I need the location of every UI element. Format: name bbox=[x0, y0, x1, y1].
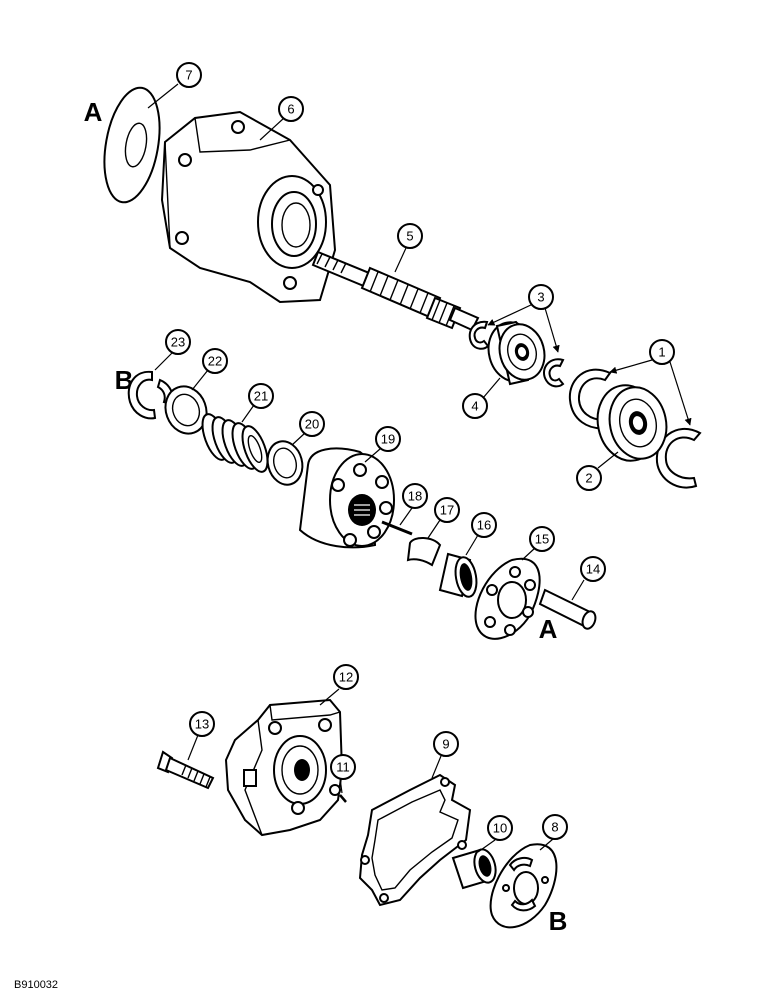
view-letter-a-top: A bbox=[84, 97, 103, 127]
callout-5: 5 bbox=[397, 223, 423, 249]
leader-17 bbox=[427, 519, 441, 539]
part-4-bearing bbox=[487, 320, 546, 386]
callout-2: 2 bbox=[576, 465, 602, 491]
callout-7: 7 bbox=[176, 62, 202, 88]
part-7-washer bbox=[103, 86, 161, 204]
leader-8 bbox=[539, 838, 554, 851]
leader-22 bbox=[191, 369, 209, 391]
view-letter-b-bottom: B bbox=[549, 906, 568, 936]
part-16-sleeve bbox=[438, 552, 478, 598]
callout-21: 21 bbox=[248, 383, 274, 409]
leader-18 bbox=[399, 507, 413, 526]
callout-10: 10 bbox=[487, 815, 513, 841]
figure-code: B910032 bbox=[14, 979, 58, 991]
part-20-washer bbox=[266, 440, 304, 486]
callout-14: 14 bbox=[580, 556, 606, 582]
svg-text:3: 3 bbox=[537, 290, 544, 305]
leader-11 bbox=[339, 777, 343, 794]
svg-text:4: 4 bbox=[471, 399, 478, 414]
part-10-needle-bearing bbox=[451, 848, 497, 890]
svg-text:9: 9 bbox=[442, 737, 449, 752]
leader-14 bbox=[571, 579, 585, 601]
svg-text:7: 7 bbox=[185, 68, 192, 83]
leader-16 bbox=[465, 534, 479, 556]
leader-20 bbox=[291, 432, 306, 446]
part-9-gasket bbox=[358, 773, 472, 907]
part-15-plate bbox=[474, 557, 541, 640]
svg-text:19: 19 bbox=[381, 432, 395, 447]
callout-12: 12 bbox=[333, 664, 359, 690]
callout-20: 20 bbox=[299, 411, 325, 437]
svg-text:17: 17 bbox=[440, 503, 454, 518]
svg-text:14: 14 bbox=[586, 562, 600, 577]
svg-text:6: 6 bbox=[287, 102, 294, 117]
part-6-housing bbox=[160, 110, 337, 304]
part-5-shaft bbox=[311, 250, 480, 332]
svg-text:23: 23 bbox=[171, 335, 185, 350]
svg-text:21: 21 bbox=[254, 389, 268, 404]
callout-1: 1 bbox=[649, 339, 675, 365]
part-3-snap-rings bbox=[468, 320, 565, 388]
leader-13 bbox=[187, 734, 199, 761]
part-11-dowel bbox=[339, 794, 347, 803]
leader-7 bbox=[147, 83, 179, 109]
leader-2 bbox=[597, 451, 619, 469]
leader-lines bbox=[147, 83, 692, 853]
part-2-bearing bbox=[596, 384, 668, 462]
callout-15: 15 bbox=[529, 526, 555, 552]
svg-text:1: 1 bbox=[658, 345, 665, 360]
leader-3a bbox=[487, 303, 534, 326]
leader-1a bbox=[609, 359, 653, 374]
leader-10 bbox=[477, 839, 496, 853]
svg-text:12: 12 bbox=[339, 670, 353, 685]
callout-19: 19 bbox=[375, 426, 401, 452]
leader-19 bbox=[364, 448, 381, 463]
svg-text:8: 8 bbox=[551, 820, 558, 835]
part-19-cylinder-barrel bbox=[298, 447, 395, 549]
svg-text:10: 10 bbox=[493, 821, 507, 836]
callout-11: 11 bbox=[330, 754, 356, 780]
leader-4 bbox=[482, 377, 501, 399]
leader-1b bbox=[669, 361, 692, 426]
part-23-snap-ring bbox=[127, 370, 174, 420]
part-12-end-cover bbox=[224, 698, 344, 837]
callout-16: 16 bbox=[471, 512, 497, 538]
part-21-spring bbox=[201, 413, 269, 473]
svg-text:22: 22 bbox=[208, 354, 222, 369]
part-8-valve-plate bbox=[489, 843, 558, 929]
svg-text:5: 5 bbox=[406, 229, 413, 244]
svg-text:2: 2 bbox=[585, 471, 592, 486]
callout-8: 8 bbox=[542, 814, 568, 840]
leader-3b bbox=[544, 307, 560, 353]
part-17-retainer bbox=[406, 537, 442, 567]
part-22-washer bbox=[164, 385, 208, 435]
svg-text:11: 11 bbox=[336, 760, 350, 775]
leader-15 bbox=[521, 547, 536, 561]
leader-9 bbox=[431, 755, 442, 779]
svg-text:16: 16 bbox=[477, 518, 491, 533]
callout-17: 17 bbox=[434, 497, 460, 523]
part-14-pin bbox=[538, 588, 597, 630]
callout-4: 4 bbox=[462, 393, 488, 419]
callout-9: 9 bbox=[433, 731, 459, 757]
callout-13: 13 bbox=[189, 711, 215, 737]
part-18-pin bbox=[381, 520, 413, 536]
svg-text:13: 13 bbox=[195, 717, 209, 732]
callout-23: 23 bbox=[165, 329, 191, 355]
svg-text:15: 15 bbox=[535, 532, 549, 547]
leader-21 bbox=[241, 404, 255, 423]
svg-text:18: 18 bbox=[408, 489, 422, 504]
callout-3: 3 bbox=[528, 284, 554, 310]
callout-6: 6 bbox=[278, 96, 304, 122]
view-letter-a-mid: A bbox=[539, 614, 558, 644]
callout-22: 22 bbox=[202, 348, 228, 374]
leader-6 bbox=[259, 117, 285, 141]
leader-5 bbox=[394, 247, 407, 273]
svg-text:20: 20 bbox=[305, 417, 319, 432]
part-13-bolt bbox=[156, 750, 215, 790]
leader-12 bbox=[319, 688, 340, 706]
callout-18: 18 bbox=[402, 483, 428, 509]
